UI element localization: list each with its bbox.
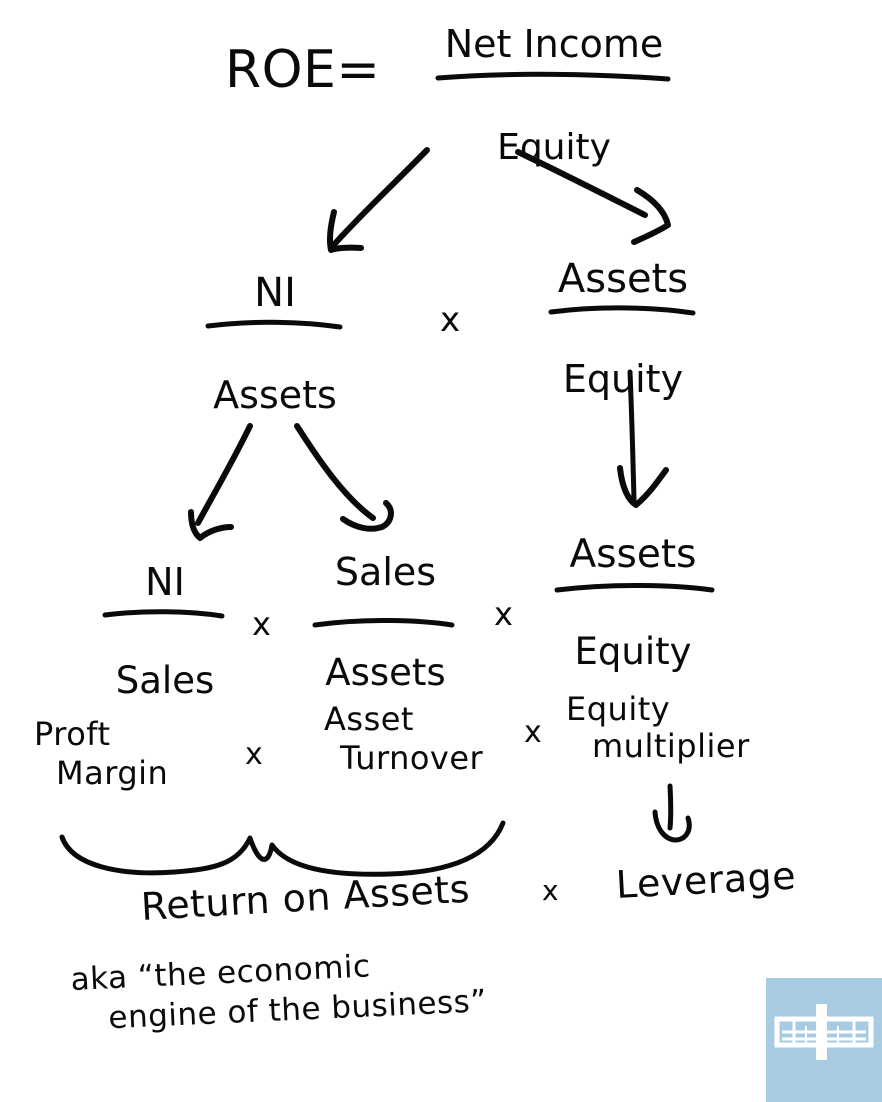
- label-asset-turnover: Asset Turnover: [324, 703, 483, 774]
- fraction-roe-denominator: Equity: [497, 127, 611, 169]
- arrow-assetsequity-down: [627, 369, 637, 503]
- label-equity-multiplier-line1: Equity: [566, 690, 671, 728]
- fraction-ni-sales-bar: [100, 603, 230, 659]
- arrow-roe-to-assets-equity-head: [631, 187, 671, 245]
- logo-watermark-mark: [774, 1004, 874, 1060]
- fraction-bar-assets-equity-l2: [548, 305, 696, 316]
- fraction-bar-assets-equity-l3: [554, 582, 715, 593]
- arrow-equity-multiplier-to-leverage: [667, 783, 674, 831]
- fraction-ni-assets-bar: [200, 315, 350, 373]
- fraction-assets-equity-l3-denominator: Equity: [574, 630, 692, 674]
- fraction-ni-sales-numerator: NI: [145, 560, 185, 604]
- roe-label: ROE=: [225, 40, 381, 100]
- label-equity-multiplier-line2: multiplier: [592, 726, 750, 765]
- fraction-assets-equity-l2-bar: [548, 301, 698, 357]
- fraction-roe-bar: [432, 65, 676, 127]
- fraction-assets-equity-l2-numerator: Assets: [557, 256, 689, 302]
- fraction-bar-ni-sales: [102, 609, 225, 619]
- fraction-roe-numerator: Net Income: [444, 22, 664, 66]
- fraction-assets-equity-l3: Assets Equity: [553, 534, 713, 672]
- fraction-sales-assets-bar: [308, 593, 463, 651]
- arrow-niassets-to-salesassets: [294, 423, 376, 521]
- fraction-ni-assets: NI Assets: [200, 272, 350, 416]
- fraction-ni-sales: NI Sales: [100, 560, 230, 703]
- arrow-roe-to-ni-assets: [328, 147, 430, 251]
- fraction-ni-sales-denominator: Sales: [115, 659, 215, 703]
- operator-labels-2: x: [524, 715, 542, 750]
- fraction-assets-equity-l2-denominator: Equity: [562, 357, 684, 402]
- operator-level2: x: [440, 300, 461, 340]
- arrow-equity-multiplier-to-leverage-head: [652, 809, 692, 843]
- label-equity-multiplier: Equity multiplier: [566, 693, 750, 762]
- curly-brace-return-on-assets: [59, 820, 506, 877]
- operator-summary: x: [542, 874, 559, 907]
- fraction-roe: Net Income Equity: [432, 24, 676, 167]
- fraction-assets-equity-l2: Assets Equity: [548, 258, 698, 400]
- fraction-sales-assets: Sales Assets: [308, 550, 463, 695]
- fraction-assets-equity-l3-numerator: Assets: [569, 532, 697, 577]
- label-profit-margin-line1: Proft: [34, 715, 111, 753]
- fraction-ni-assets-denominator: Assets: [213, 373, 337, 418]
- fraction-sales-assets-numerator: Sales: [334, 550, 437, 594]
- fraction-sales-assets-denominator: Assets: [325, 651, 446, 695]
- fraction-bar-sales-assets: [312, 618, 455, 628]
- arrow-niassets-to-nisales-head: [188, 509, 234, 541]
- label-leverage: Leverage: [614, 853, 798, 907]
- fraction-bar-ni-assets: [205, 319, 343, 330]
- operator-level3-1: x: [252, 605, 271, 643]
- operator-level3-2: x: [494, 595, 513, 633]
- fraction-assets-equity-l3-bar: [553, 576, 713, 630]
- label-profit-margin: Proft Margin: [34, 718, 168, 789]
- operator-labels-1: x: [245, 737, 263, 772]
- arrow-assetsequity-down-head: [617, 465, 669, 508]
- arrow-roe-to-ni-assets-head: [327, 209, 364, 253]
- label-profit-margin-line2: Margin: [56, 753, 169, 792]
- label-asset-turnover-line1: Asset: [324, 700, 414, 738]
- label-asset-turnover-line2: Turnover: [340, 738, 484, 777]
- fraction-bar-roe: [435, 71, 671, 82]
- fraction-ni-assets-numerator: NI: [254, 270, 296, 316]
- arrow-niassets-to-nisales: [195, 423, 253, 526]
- arrow-niassets-to-salesassets-head: [340, 500, 394, 532]
- logo-watermark: [766, 978, 882, 1102]
- arrow-roe-to-assets-equity: [515, 149, 648, 218]
